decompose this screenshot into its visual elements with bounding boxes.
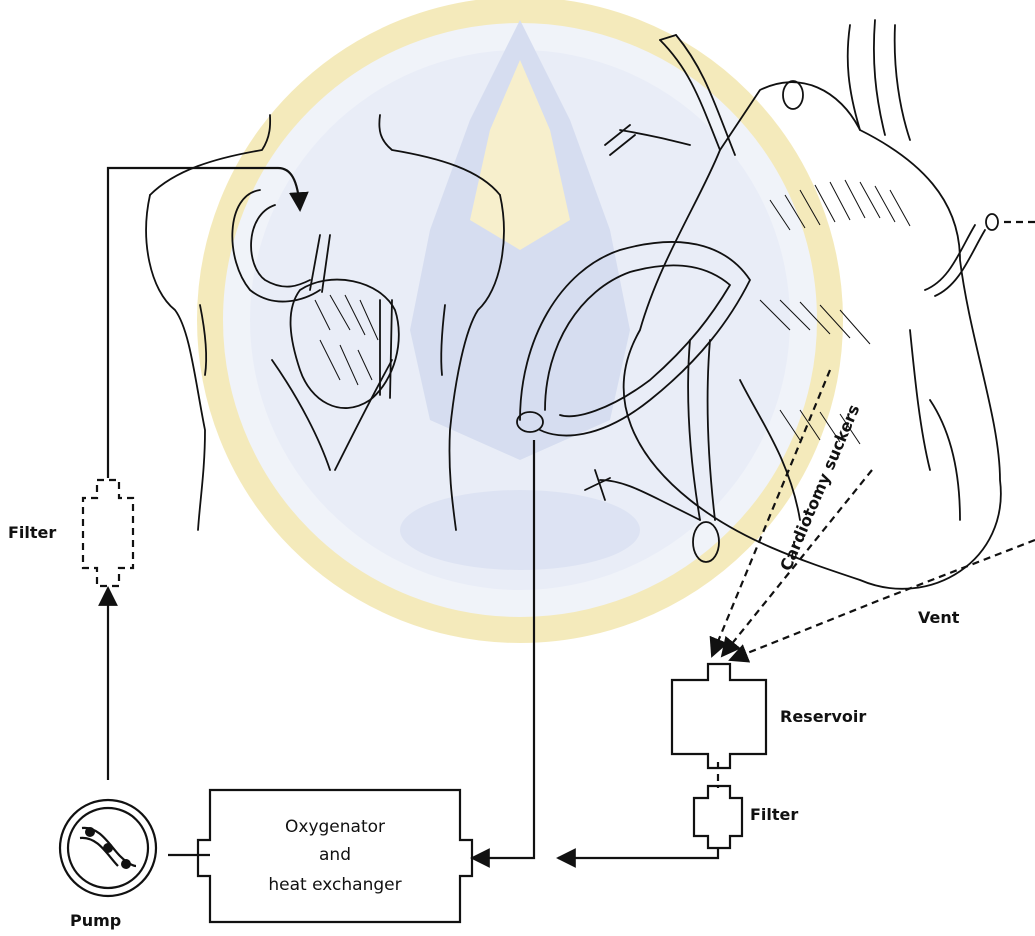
filter-top-label: Filter <box>8 523 56 542</box>
oxygenator-label-line3: heat exchanger <box>268 875 401 895</box>
oxygenator-label-line2: and <box>319 845 351 865</box>
filter-bottom-label: Filter <box>750 805 798 824</box>
pump-icon <box>60 800 156 896</box>
reservoir-box <box>672 664 766 768</box>
filter-bottom-shape <box>694 786 742 848</box>
reservoir-label: Reservoir <box>780 707 866 726</box>
pump-label: Pump <box>70 911 121 930</box>
oxygenator-label-line1: Oxygenator <box>285 817 385 837</box>
filter-top-shape <box>83 480 133 586</box>
vent-label: Vent <box>918 608 960 627</box>
watermark-seal <box>210 10 830 630</box>
